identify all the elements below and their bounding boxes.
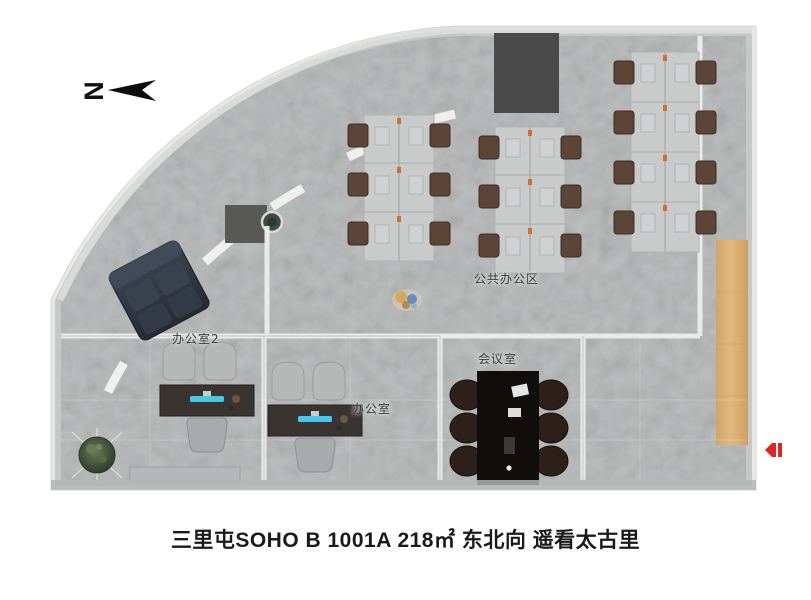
workstation — [613, 105, 717, 135]
workstation — [347, 118, 451, 148]
desk-cluster-right — [613, 51, 717, 253]
workstation — [613, 155, 717, 185]
desk-cluster-left — [347, 114, 451, 262]
workstation — [613, 55, 717, 85]
workstation — [347, 216, 451, 246]
low-cabinet — [129, 466, 241, 482]
partition-outline — [61, 335, 584, 480]
north-arrow-icon — [108, 80, 156, 101]
workstation — [613, 205, 717, 235]
office1-furniture — [267, 361, 363, 473]
potted-plant — [71, 428, 123, 482]
compass-indicator: N — [78, 72, 164, 114]
curtain-wall-glass — [56, 26, 752, 302]
listing-caption: 三里屯SOHO B 1001A 218㎡ 东北向 遥看太古里 — [170, 529, 641, 552]
base-shadow — [51, 480, 756, 490]
wood-floor-panel — [716, 240, 748, 445]
decor-object — [392, 289, 422, 311]
workstation — [478, 179, 582, 209]
utility-block — [225, 205, 284, 243]
service-core-block — [494, 33, 559, 113]
entrance-marker — [765, 443, 782, 457]
workstation — [347, 167, 451, 197]
desk-cluster-middle — [478, 126, 582, 274]
workstation — [478, 228, 582, 258]
lounge-sofa — [108, 240, 210, 341]
office2-furniture — [159, 341, 255, 453]
meeting-room-furniture — [449, 371, 569, 485]
workstation — [478, 130, 582, 160]
